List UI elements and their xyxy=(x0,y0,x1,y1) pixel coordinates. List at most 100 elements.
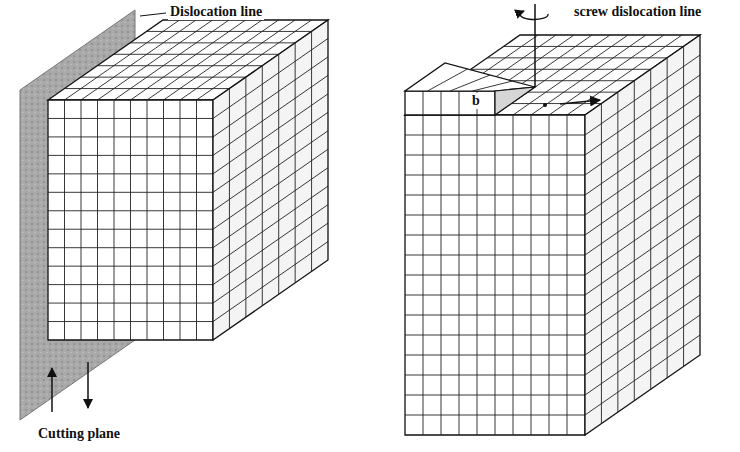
lattice-line xyxy=(405,195,585,196)
lattice-line xyxy=(585,255,700,335)
lattice-line xyxy=(48,118,213,119)
lattice-line xyxy=(295,43,296,283)
lattice-line xyxy=(81,77,246,78)
lattice-line xyxy=(405,395,585,396)
lattice-line xyxy=(48,229,213,230)
lattice-line xyxy=(48,210,213,211)
lattice-line xyxy=(229,89,230,329)
lattice-line xyxy=(48,266,213,267)
lattice-line xyxy=(213,223,328,303)
lattice-line xyxy=(213,242,328,322)
burgers-vector-label: b xyxy=(470,93,482,109)
lattice-line xyxy=(81,20,196,100)
lattice-line xyxy=(405,415,585,416)
lattice-line xyxy=(585,175,700,255)
lattice-line xyxy=(423,91,424,115)
lattice-line xyxy=(405,235,585,236)
lattice-line xyxy=(585,235,700,315)
lattice-line xyxy=(97,65,262,66)
lattice-line xyxy=(585,135,700,215)
lattice-line xyxy=(48,303,213,304)
lattice-line xyxy=(405,315,585,316)
lattice-line xyxy=(585,195,700,275)
lattice-line xyxy=(311,31,312,271)
lattice-line xyxy=(405,135,585,136)
lattice-line xyxy=(48,321,213,322)
lattice-line xyxy=(213,75,328,155)
lattice-line xyxy=(405,175,585,176)
atom-dot xyxy=(543,103,547,107)
lattice-line xyxy=(81,100,82,340)
cube-side-face xyxy=(585,35,700,435)
lattice-line xyxy=(450,75,490,91)
lattice-line xyxy=(585,295,700,375)
rotation-arrow xyxy=(520,11,548,19)
lattice-line xyxy=(213,168,328,248)
lattice-line xyxy=(405,355,585,356)
cube-side-face xyxy=(213,20,328,340)
lattice-line xyxy=(147,100,148,340)
lattice-line xyxy=(504,46,684,47)
lattice-line xyxy=(487,57,667,58)
lattice-line xyxy=(48,192,213,193)
lattice-line xyxy=(48,136,213,137)
lattice-line xyxy=(585,115,700,195)
cube-front-face xyxy=(48,100,213,340)
lattice-line xyxy=(213,149,328,229)
lattice-line xyxy=(585,75,700,155)
lattice-line xyxy=(65,20,180,100)
lattice-line xyxy=(213,38,328,118)
lattice-line xyxy=(130,42,295,43)
lattice-line xyxy=(262,66,263,306)
lattice-line xyxy=(114,100,115,340)
lattice-line xyxy=(405,335,585,336)
lattice-line xyxy=(97,100,98,340)
lattice-line xyxy=(245,77,246,317)
lattice-line xyxy=(585,95,700,175)
lattice-line xyxy=(114,20,229,100)
leader-line xyxy=(140,13,166,16)
lattice-line xyxy=(131,20,246,100)
plane-label: Cutting plane xyxy=(36,426,122,442)
lattice-line xyxy=(213,131,328,211)
lattice-line xyxy=(64,100,65,340)
lattice-line xyxy=(48,284,213,285)
screw-step xyxy=(495,87,535,115)
lattice-line xyxy=(405,375,585,376)
lattice-line xyxy=(405,275,585,276)
lattice-line xyxy=(585,155,700,235)
lattice-line xyxy=(585,335,700,415)
raised-top xyxy=(405,63,535,91)
lattice-line xyxy=(130,100,131,340)
lattice-line xyxy=(459,91,460,115)
lattice-line xyxy=(213,57,328,137)
lattice-line xyxy=(114,54,279,55)
lattice-line xyxy=(405,215,585,216)
lattice-line xyxy=(180,100,181,340)
cube-front-face xyxy=(405,115,585,435)
lattice-line xyxy=(585,55,700,135)
lattice-line xyxy=(405,295,585,296)
dislocation-axis xyxy=(534,4,536,87)
lattice-line xyxy=(405,255,585,256)
lattice-line xyxy=(471,69,651,70)
lattice-line xyxy=(428,69,468,91)
lattice-line xyxy=(48,173,213,174)
lattice-line xyxy=(495,35,610,115)
lattice-line xyxy=(196,100,197,340)
lattice-line xyxy=(278,54,279,294)
axis-label: screw dislocation line xyxy=(572,4,726,20)
lattice-line xyxy=(585,315,700,395)
shear-arrow xyxy=(87,362,89,408)
lattice-line xyxy=(585,215,700,295)
lattice-line xyxy=(441,91,442,115)
lattice-line xyxy=(585,275,700,355)
lattice-line xyxy=(213,112,328,192)
shear-arrow xyxy=(51,368,53,412)
lattice-line xyxy=(213,186,328,266)
lattice-line xyxy=(163,100,164,340)
plane-label: Dislocation line xyxy=(168,4,264,20)
lattice-line xyxy=(64,88,229,89)
